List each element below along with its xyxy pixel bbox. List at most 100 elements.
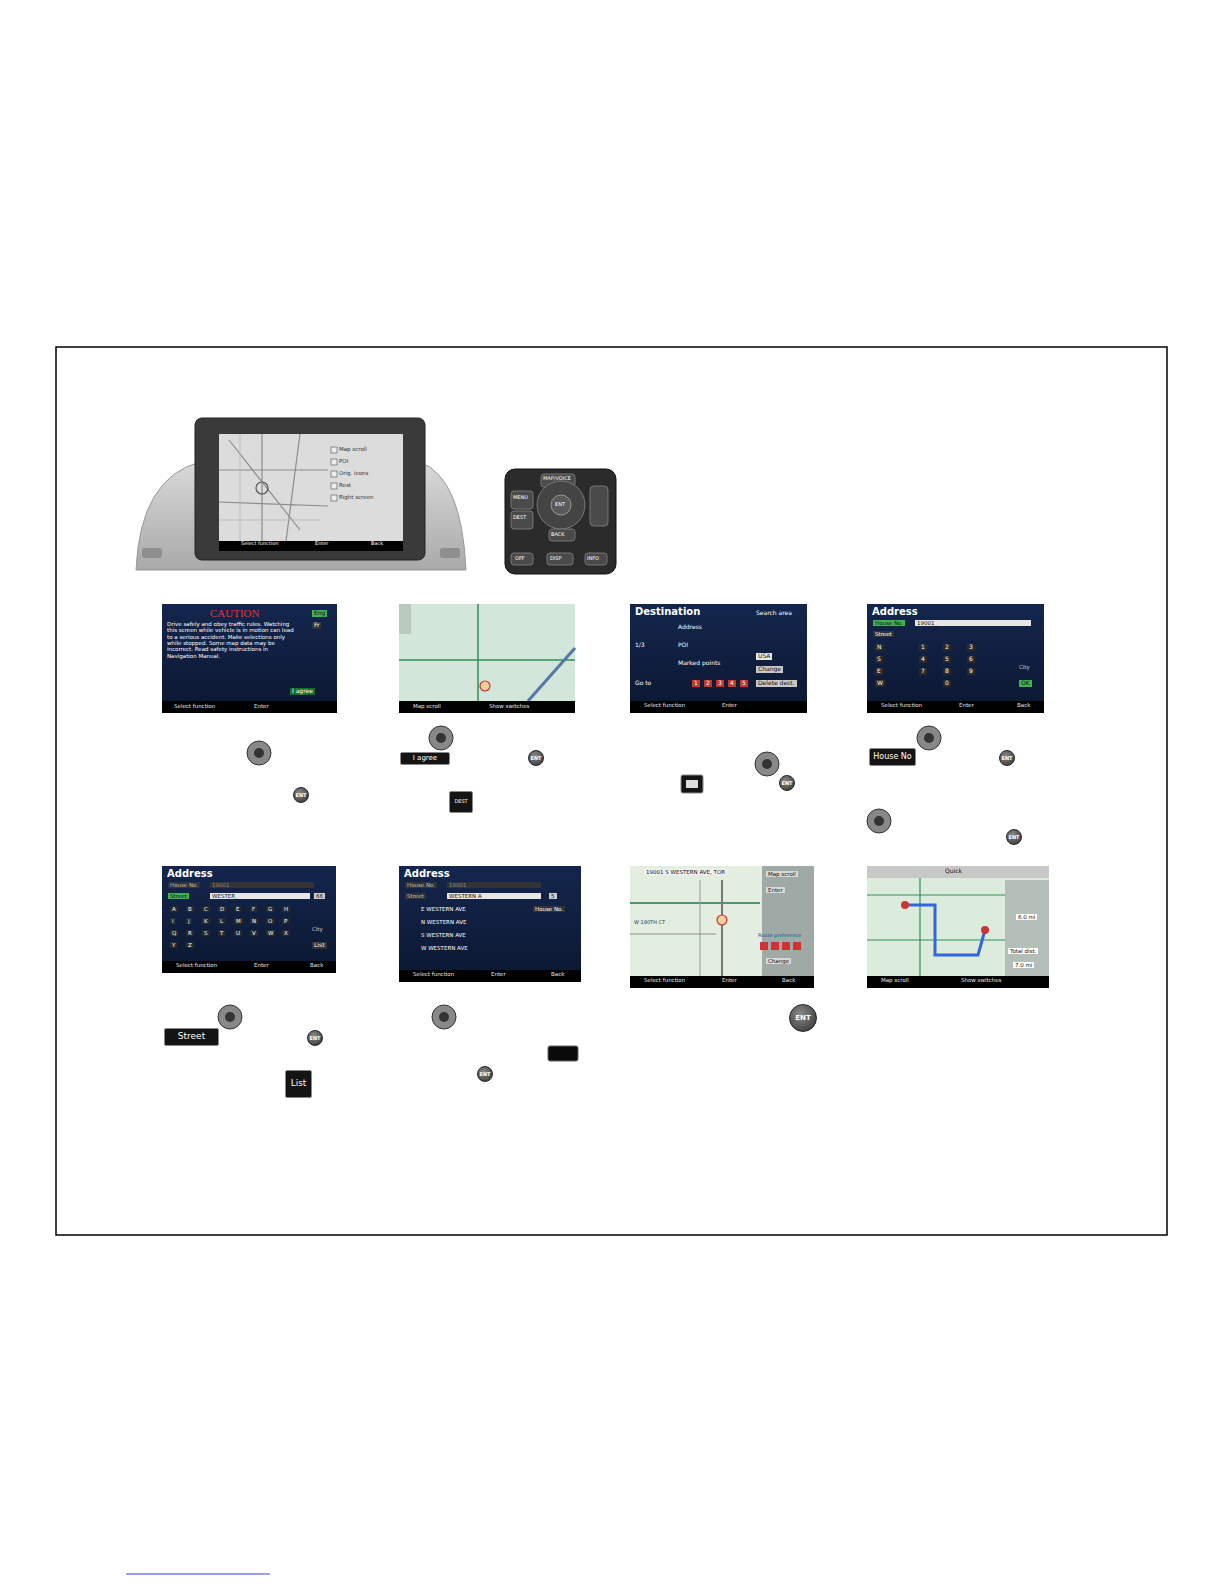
screen-text: Address bbox=[167, 868, 213, 880]
screen-text: Select function bbox=[644, 977, 685, 983]
screen-text: USA bbox=[756, 653, 772, 660]
drawing-part bbox=[399, 701, 575, 713]
screen-text: P bbox=[282, 918, 289, 924]
screen-text: House No. bbox=[533, 906, 565, 912]
screen-text: G bbox=[266, 906, 274, 912]
drawing-part bbox=[219, 434, 403, 551]
screen-text: Map scroll bbox=[881, 977, 909, 983]
screen-text: House No. bbox=[168, 882, 200, 888]
drawing-part bbox=[331, 459, 337, 465]
drawing-part bbox=[551, 495, 571, 515]
screen-text: K bbox=[202, 918, 210, 924]
screen-text: Change bbox=[756, 666, 783, 673]
screen-text: 0 bbox=[943, 680, 951, 687]
screen-text: Enter bbox=[254, 703, 269, 709]
drawing-part bbox=[771, 942, 779, 950]
drawing-part bbox=[126, 1574, 270, 1575]
drawing-part bbox=[585, 553, 607, 565]
drawing-part bbox=[630, 866, 814, 988]
drawing-part bbox=[630, 902, 760, 904]
address-screen: AddressHouse No.19001StreetWESTERN A5Hou… bbox=[399, 866, 581, 982]
button-icon: List bbox=[285, 1070, 312, 1098]
screen-text: H bbox=[282, 906, 290, 912]
screen-text: T bbox=[218, 930, 225, 936]
screen-text: Back bbox=[551, 971, 564, 977]
screen-text: Select function bbox=[176, 962, 217, 968]
drawing-part bbox=[755, 752, 779, 776]
drawing-part bbox=[686, 780, 698, 788]
screen-text: WESTERN A bbox=[447, 893, 541, 899]
enter-button-icon: ENT bbox=[528, 750, 544, 766]
screen-text: X bbox=[282, 930, 290, 936]
drawing-part bbox=[436, 733, 446, 743]
destination-screen: DestinationSearch areaAddressPOIMarked p… bbox=[630, 604, 807, 713]
screen-text: Enter bbox=[254, 962, 269, 968]
screen-text: Street bbox=[405, 893, 426, 899]
screen-text: Delete dest. bbox=[756, 680, 797, 687]
screen-text: 66 bbox=[314, 893, 325, 899]
screen-text: Select function bbox=[241, 541, 278, 547]
screen-text: N bbox=[875, 644, 884, 651]
drawing-part bbox=[681, 775, 703, 793]
screen-text: Enter bbox=[766, 887, 785, 893]
screen-text: Enter bbox=[491, 971, 506, 977]
screen-text: 7.0 mi bbox=[1013, 962, 1034, 968]
drawing-part bbox=[331, 447, 337, 453]
screen-text: OK bbox=[1019, 680, 1032, 687]
screen-text: Z bbox=[186, 942, 194, 948]
screen-text: B bbox=[186, 906, 194, 912]
screen-text: Fr bbox=[312, 622, 321, 629]
drawing-part bbox=[755, 752, 779, 776]
screen-text: CAUTION bbox=[210, 607, 260, 620]
screen-text: 5 bbox=[943, 656, 951, 663]
drawing-part bbox=[429, 726, 453, 750]
screen-text: I agree bbox=[290, 688, 315, 695]
drawing-part bbox=[511, 491, 533, 509]
enter-button-icon: ENT bbox=[307, 1030, 323, 1046]
screen-text: Show switches bbox=[489, 703, 529, 709]
screen-text: R bbox=[186, 930, 194, 936]
screen-text: U bbox=[234, 930, 242, 936]
screen-text: Select function bbox=[644, 702, 685, 708]
screen-text: E bbox=[234, 906, 241, 912]
enter-button-icon: ENT bbox=[779, 775, 795, 791]
drawing-part bbox=[762, 759, 772, 769]
drawing-part bbox=[219, 434, 328, 541]
screen-text: DISP bbox=[550, 556, 562, 562]
screen-text: Map scroll bbox=[339, 446, 367, 452]
drawing-part bbox=[700, 880, 701, 976]
screen-text: W bbox=[266, 930, 275, 936]
screen-text: Q bbox=[170, 930, 178, 936]
drawing-part bbox=[537, 481, 585, 529]
screen-text: Back bbox=[310, 962, 323, 968]
screen-text: 2 bbox=[943, 644, 951, 651]
screen-text: O bbox=[266, 918, 274, 924]
map-screen: Map scroll Show switches bbox=[399, 604, 575, 713]
drawing-part bbox=[225, 1012, 235, 1022]
screen-text: Back bbox=[1017, 702, 1030, 708]
screen-text: 5 bbox=[740, 680, 748, 687]
screen-text: 19001 S WESTERN AVE, TOR bbox=[644, 869, 727, 875]
screen-text: 1 bbox=[692, 680, 700, 687]
remote-controller bbox=[505, 469, 616, 574]
drawing-part bbox=[547, 553, 573, 565]
screen-text: E WESTERN AVE bbox=[421, 906, 466, 912]
drawing-part bbox=[590, 486, 608, 526]
screen-text: W bbox=[875, 680, 885, 687]
drawing-part bbox=[511, 553, 533, 565]
screen-text: BACK bbox=[551, 532, 565, 538]
enter-button-icon: ENT bbox=[789, 1004, 817, 1032]
screen-text: I bbox=[170, 918, 176, 924]
screen-text: Select function bbox=[881, 702, 922, 708]
screen-text: 6 bbox=[967, 656, 975, 663]
screen-text: Map scroll bbox=[413, 703, 441, 709]
button-label: I agree bbox=[413, 755, 437, 763]
enter-button-icon: ENT bbox=[999, 750, 1015, 766]
screen-text: House No. bbox=[873, 620, 905, 626]
screen-text: OFF bbox=[515, 556, 525, 562]
drawing-part bbox=[331, 483, 337, 489]
drawing-part bbox=[331, 495, 337, 501]
screen-text: 19001_ bbox=[915, 620, 1031, 626]
drawing-part bbox=[440, 548, 460, 558]
screen-text: Y bbox=[170, 942, 177, 948]
